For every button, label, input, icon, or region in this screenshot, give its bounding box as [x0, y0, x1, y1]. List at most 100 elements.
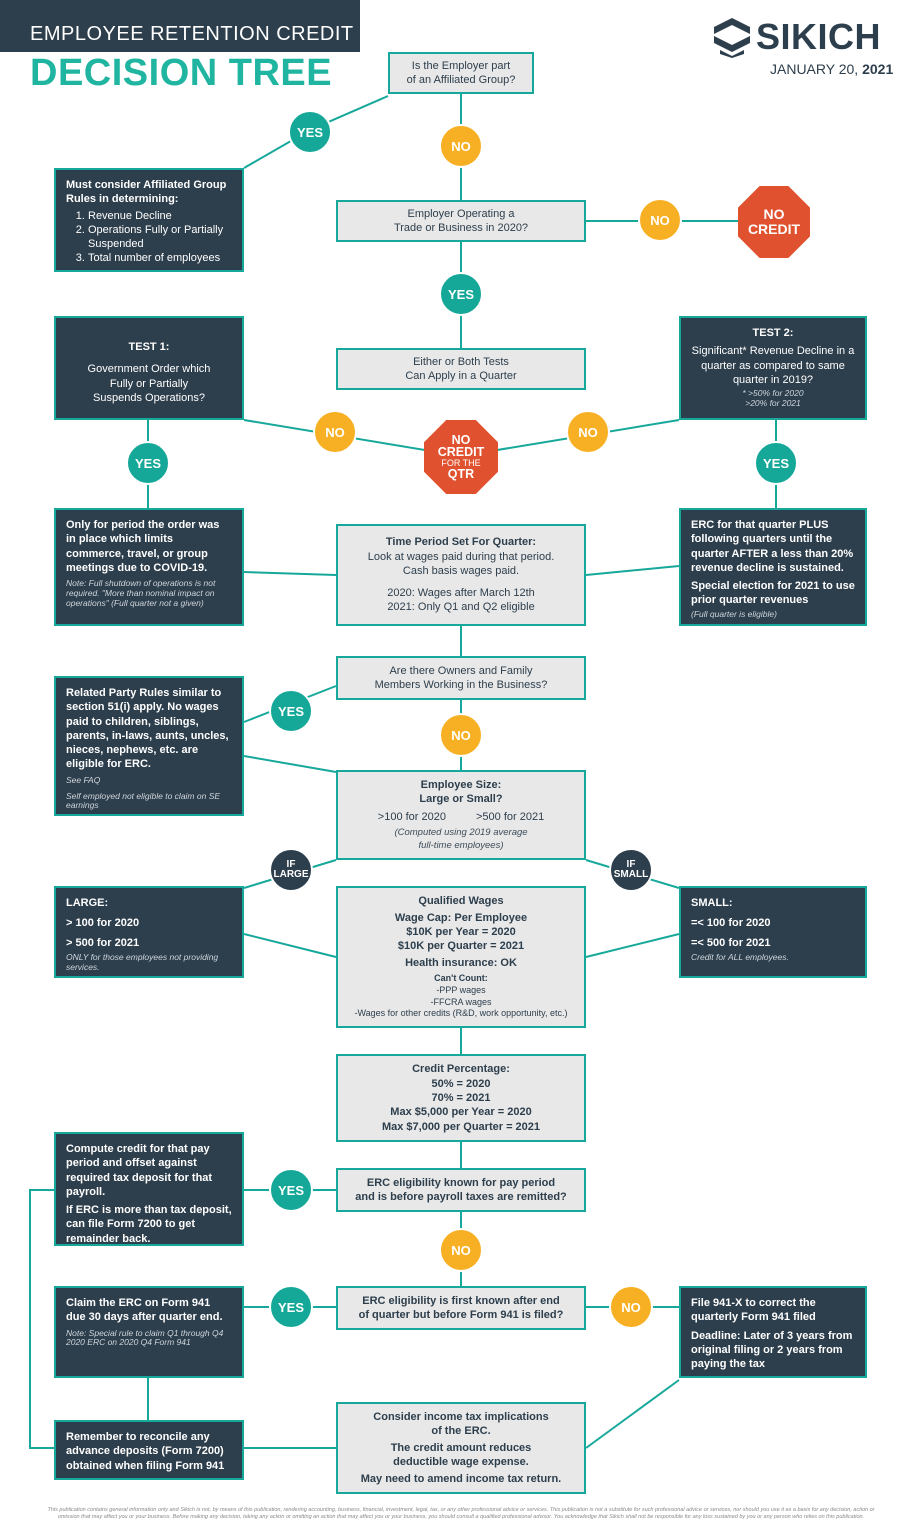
- related-party-box: Related Party Rules similar to section 5…: [54, 676, 244, 816]
- file-941x-text: File 941-X to correct the quarterly Form…: [691, 1297, 816, 1324]
- eligibility-known-question: ERC eligibility known for pay period and…: [336, 1168, 586, 1212]
- test2-note: * >50% for 2020: [742, 388, 804, 399]
- related-party-note: See FAQ: [66, 774, 101, 785]
- connector: [585, 565, 680, 576]
- test2-text: Significant* Revenue Decline in a quarte…: [691, 345, 855, 386]
- rules-title: Must consider Affiliated Group Rules in …: [66, 179, 227, 206]
- connector: [243, 755, 337, 773]
- badge-line: SMALL: [613, 869, 649, 880]
- test1-box: TEST 1: Government Order which Fully or …: [54, 316, 244, 420]
- small-line: =< 500 for 2021: [691, 936, 771, 949]
- line: full-time employees): [418, 839, 504, 851]
- compute-credit-text: Compute credit for that pay period and o…: [66, 1143, 213, 1198]
- qualified-wages-box: Qualified Wages Wage Cap: Per Employee $…: [336, 886, 586, 1028]
- if-large-badge: IF LARGE: [269, 848, 313, 892]
- yes-badge: YES: [269, 689, 313, 733]
- line: Health insurance: OK: [405, 957, 517, 970]
- small-box: SMALL: =< 100 for 2020 =< 500 for 2021 C…: [679, 886, 867, 978]
- line: and is before payroll taxes are remitted…: [355, 1191, 567, 1203]
- line: Max $7,000 per Quarter = 2021: [381, 1120, 541, 1133]
- special-election-text: Special election for 2021 to use prior q…: [691, 580, 855, 607]
- reconcile-box: Remember to reconcile any advance deposi…: [54, 1420, 244, 1480]
- credit-percentage-box: Credit Percentage: 50% = 2020 70% = 2021…: [336, 1054, 586, 1142]
- line: 70% = 2021: [431, 1092, 491, 1105]
- list-item: Revenue Decline: [88, 209, 232, 223]
- yes-badge: YES: [269, 1285, 313, 1329]
- stop-line: QTR: [447, 466, 475, 481]
- compute-credit-box: Compute credit for that pay period and o…: [54, 1132, 244, 1246]
- no-badge: NO: [609, 1285, 653, 1329]
- line: Members Working in the Business?: [374, 679, 548, 691]
- related-party-note: Self employed not eligible to claim on S…: [66, 790, 221, 811]
- line: Consider income tax implications: [373, 1411, 549, 1423]
- connector: [243, 571, 337, 576]
- line: of the ERC.: [431, 1425, 491, 1438]
- yes-badge: YES: [126, 441, 170, 485]
- sikich-logo-icon: [714, 18, 750, 58]
- no-credit-for-qtr-stop: NO CREDIT FOR THE QTR: [424, 420, 498, 494]
- employee-size-box: Employee Size: Large or Small? >100 for …: [336, 770, 586, 860]
- line: May need to amend income tax return.: [360, 1472, 562, 1485]
- badge-line: LARGE: [273, 869, 309, 880]
- small-line: =< 100 for 2020: [691, 917, 771, 930]
- large-line: > 100 for 2020: [66, 917, 140, 930]
- line: Are there Owners and Family: [389, 664, 533, 677]
- erc-quarter-box: ERC for that quarter PLUS following quar…: [679, 508, 867, 626]
- large-box: LARGE: > 100 for 2020 > 500 for 2021 ONL…: [54, 886, 244, 978]
- if-small-badge: IF SMALL: [609, 848, 653, 892]
- deadline-text: Deadline: Later of 3 years from original…: [691, 1329, 853, 1371]
- time-period-box: Time Period Set For Quarter: Look at wag…: [336, 524, 586, 626]
- band-title: EMPLOYEE RETENTION CREDIT: [30, 23, 354, 45]
- page-title: DECISION TREE: [30, 52, 333, 94]
- badge-line: IF: [286, 858, 296, 870]
- connector: [585, 933, 680, 958]
- order-period-text: Only for period the order was in place w…: [66, 519, 220, 574]
- line: Look at wages paid during that period.: [367, 550, 555, 563]
- brand-name: SIKICH: [756, 16, 882, 57]
- line: Can Apply in a Quarter: [405, 370, 517, 382]
- income-tax-box: Consider income tax implications of the …: [336, 1402, 586, 1494]
- no-badge: NO: [439, 124, 483, 168]
- claim-941-text: Claim the ERC on Form 941 due 30 days af…: [66, 1297, 223, 1324]
- test2-box: TEST 2: Significant* Revenue Decline in …: [679, 316, 867, 420]
- yes-badge: YES: [288, 110, 332, 154]
- line: Wage Cap: Per Employee: [394, 911, 528, 924]
- operating-business-question: Employer Operating a Trade or Business i…: [336, 200, 586, 242]
- no-badge: NO: [439, 713, 483, 757]
- title-band: EMPLOYEE RETENTION CREDIT: [0, 0, 360, 52]
- line: 2021: Only Q1 and Q2 eligible: [387, 601, 535, 614]
- test1-title: TEST 1:: [128, 341, 170, 353]
- no-badge: NO: [313, 410, 357, 454]
- line: Is the Employer part: [411, 59, 511, 72]
- line: Can't Count:: [434, 973, 488, 984]
- affiliated-group-question: Is the Employer part of an Affiliated Gr…: [388, 52, 534, 94]
- line: Either or Both Tests: [413, 355, 509, 368]
- tests-question: Either or Both Tests Can Apply in a Quar…: [336, 348, 586, 390]
- size-thresholds: >100 for 2020 >500 for 2021: [378, 810, 544, 824]
- line: Employee Size:: [420, 779, 502, 791]
- line: 2020: Wages after March 12th: [387, 587, 535, 600]
- line: Credit Percentage:: [412, 1063, 510, 1075]
- form-7200-text: If ERC is more than tax deposit, can fil…: [66, 1204, 232, 1245]
- large-title: LARGE:: [66, 897, 109, 909]
- connector: [243, 933, 337, 958]
- stop-line: FOR THE: [441, 457, 481, 468]
- no-badge: NO: [566, 410, 610, 454]
- test1-text: Government Order which Fully or Partiall…: [87, 363, 211, 404]
- connector: [585, 1379, 680, 1449]
- test2-note: >20% for 2021: [745, 397, 801, 408]
- order-period-note: Note: Full shutdown of operations is not…: [66, 578, 216, 608]
- yes-badge: YES: [439, 272, 483, 316]
- erc-quarter-note: (Full quarter is eligible): [691, 608, 777, 619]
- large-note: ONLY for those employees not providing s…: [66, 951, 219, 972]
- line: $10K per Year = 2020: [406, 926, 516, 939]
- line: deductible wage expense.: [393, 1456, 529, 1469]
- stop-line: NO: [451, 432, 471, 447]
- connector: [29, 1189, 54, 1449]
- line: -PPP wages: [436, 984, 486, 995]
- order-period-box: Only for period the order was in place w…: [54, 508, 244, 626]
- line: The credit amount reduces: [390, 1441, 532, 1454]
- small-title: SMALL:: [691, 897, 733, 909]
- file-941x-box: File 941-X to correct the quarterly Form…: [679, 1286, 867, 1378]
- related-party-text: Related Party Rules similar to section 5…: [66, 687, 229, 771]
